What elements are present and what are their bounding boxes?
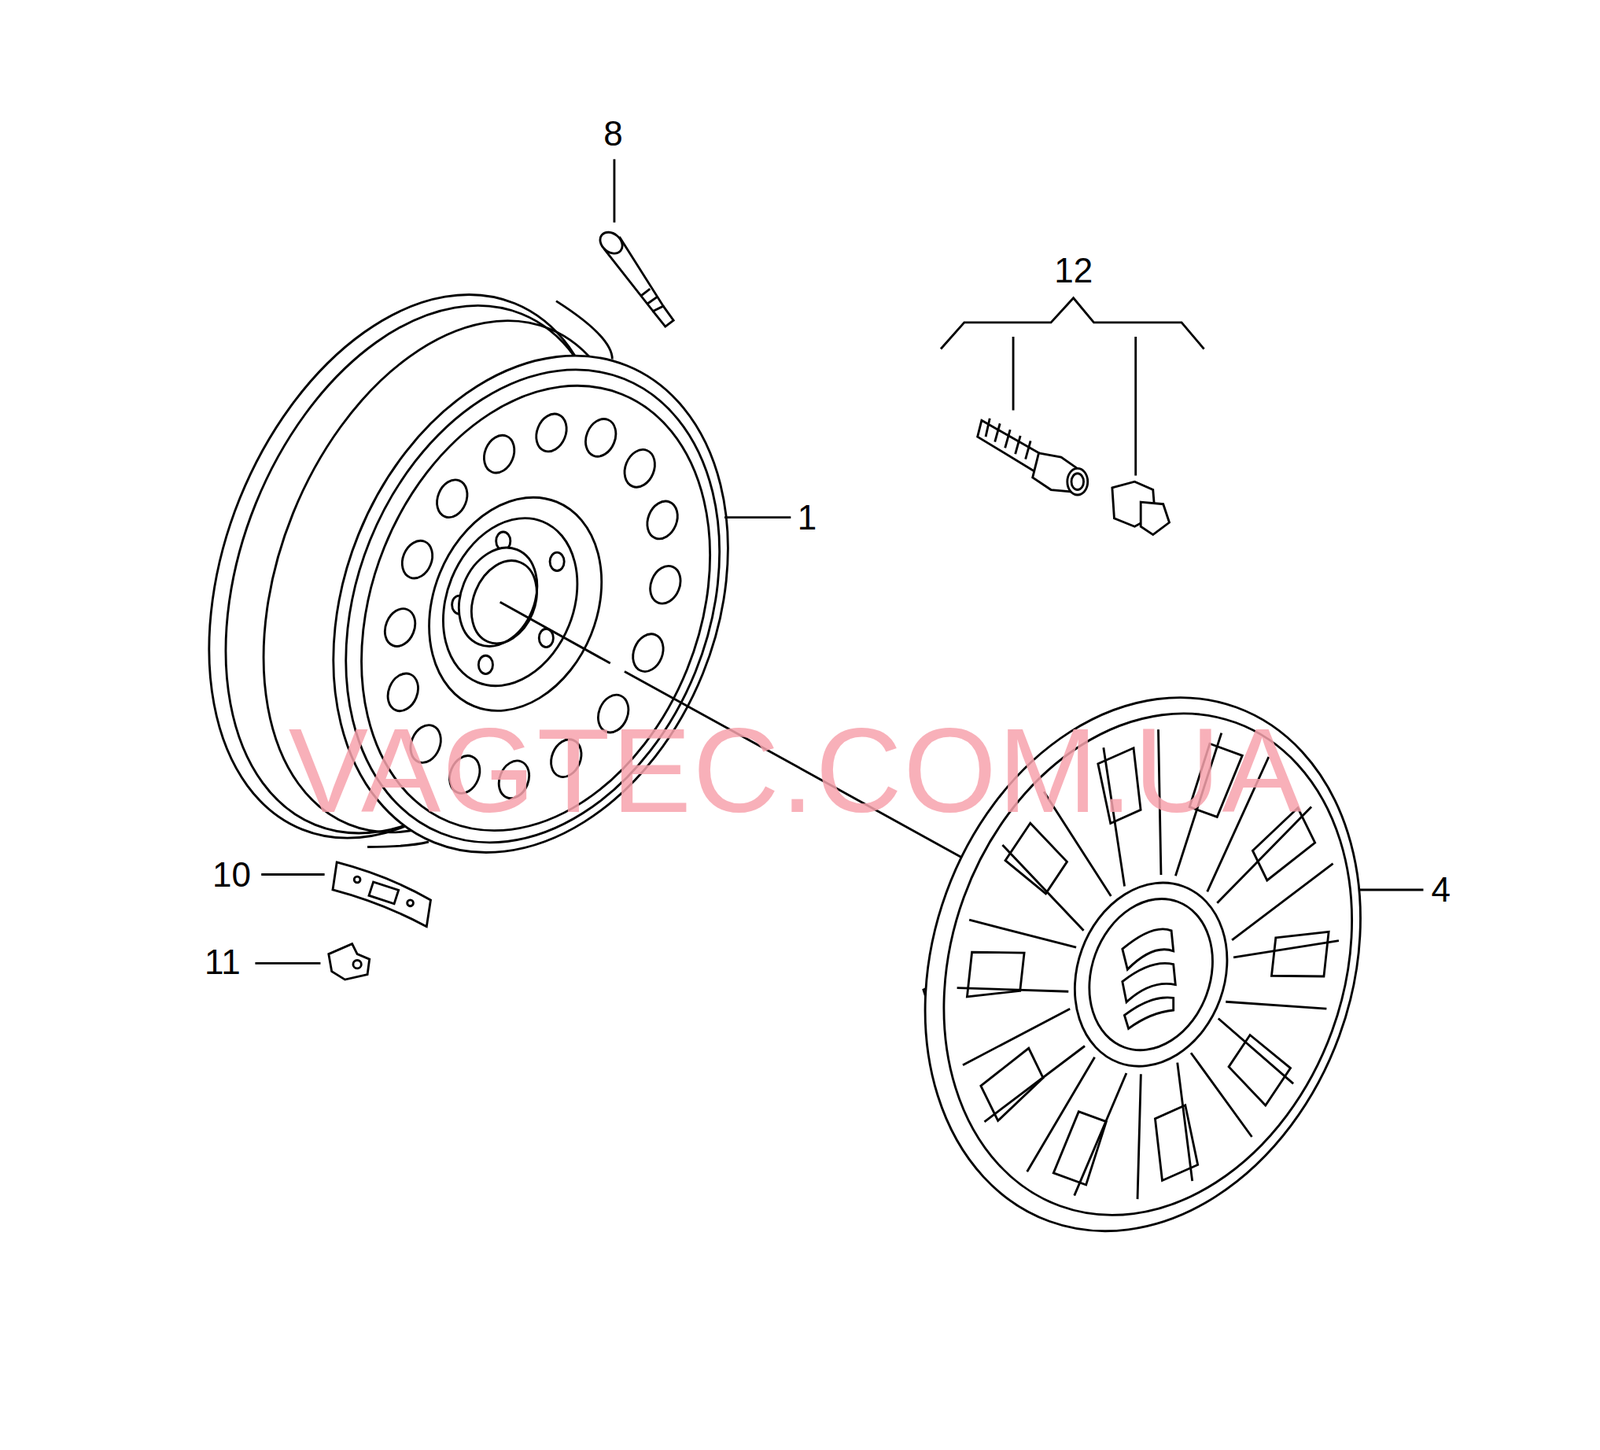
vent-hole	[645, 561, 686, 609]
spoke-window	[980, 1047, 1044, 1121]
spoke	[984, 1045, 1095, 1172]
locking-bolt	[1112, 481, 1170, 535]
spoke	[1074, 1072, 1142, 1199]
spoke-window	[1053, 1111, 1106, 1185]
vent-hole	[431, 475, 473, 522]
callout-number: 10	[212, 857, 251, 893]
callout-number: 12	[1054, 253, 1093, 288]
vent-hole	[627, 629, 669, 676]
spoke	[1231, 863, 1339, 958]
lug-hole	[549, 552, 565, 571]
spoke-window	[1154, 1105, 1198, 1181]
spoke-window	[1271, 931, 1329, 977]
callout-number: 11	[204, 944, 241, 980]
vent-hole	[479, 430, 520, 477]
balance-weight	[328, 862, 432, 980]
spoke-window	[966, 951, 1025, 997]
vent-hole	[619, 445, 660, 492]
spoke-window	[1005, 822, 1067, 894]
vent-hole	[382, 668, 424, 716]
lug-hole	[478, 655, 493, 674]
wheel-bolt	[977, 418, 1088, 495]
watermark: VAGTEC.COM.UA	[288, 710, 1304, 830]
vent-hole	[641, 496, 683, 543]
vent-hole	[396, 535, 438, 583]
callout-number: 1	[797, 500, 817, 535]
vent-hole	[530, 409, 572, 456]
valve-stem	[596, 228, 675, 327]
vent-hole	[580, 414, 622, 461]
spoke	[957, 988, 1071, 1066]
callout-number: 8	[603, 116, 623, 152]
callout-number: 4	[1430, 872, 1450, 907]
vent-hole	[379, 604, 421, 651]
spoke-window	[1228, 1034, 1291, 1106]
leader-lines	[254, 158, 1424, 963]
